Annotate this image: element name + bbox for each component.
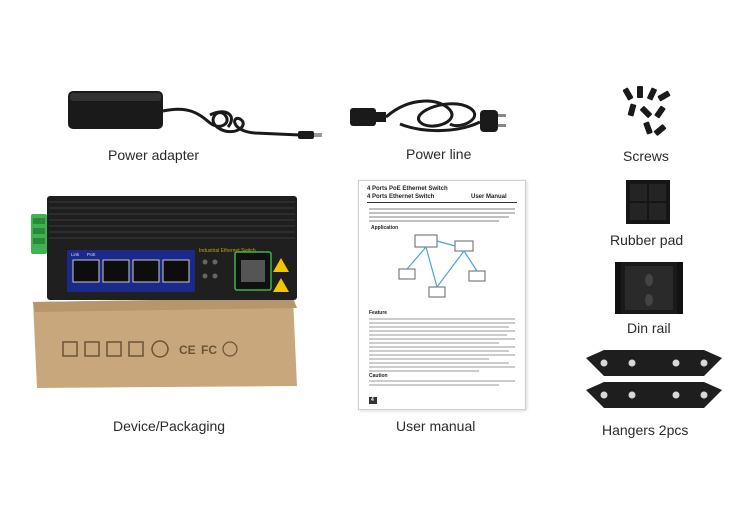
hangers-image: [586, 350, 722, 408]
rubber-pad-caption: Rubber pad: [610, 232, 684, 248]
power-adapter-caption: Power adapter: [108, 147, 200, 163]
power-line-caption: Power line: [406, 146, 472, 162]
user-manual-caption: User manual: [396, 418, 476, 434]
power-adapter-image: [68, 91, 322, 139]
power-line-image: [350, 99, 506, 132]
screws: Screws: [605, 82, 695, 172]
screws-caption: Screws: [623, 148, 669, 164]
rubber-pad-image: [626, 180, 670, 224]
box-fc-mark: FC: [201, 343, 217, 357]
hangers: Hangers 2pcs: [580, 348, 730, 448]
manual-page-number: 4: [371, 397, 374, 403]
screws-image: [622, 86, 671, 136]
device-packaging-image: CE FC Link PoE: [31, 196, 297, 388]
power-adapter: Power adapter: [60, 85, 330, 165]
manual-section-feature: Feature: [369, 310, 388, 316]
hangers-caption: Hangers 2pcs: [602, 422, 689, 438]
din-rail-image: [615, 262, 683, 314]
device-port-label-poe: PoE: [87, 252, 96, 257]
device-panel-label: Industrial Ethernet Switch: [199, 248, 256, 254]
device-port-label-link: Link: [71, 252, 80, 257]
manual-section-application: Application: [371, 225, 399, 231]
manual-title-line1: 4 Ports PoE Ethernet Switch: [367, 186, 448, 192]
user-manual: 4 Ports PoE Ethernet Switch 4 Ports Ethe…: [355, 180, 535, 440]
manual-title-line2: 4 Ports Ethernet Switch: [367, 194, 435, 200]
manual-sheet: 4 Ports PoE Ethernet Switch 4 Ports Ethe…: [358, 180, 526, 410]
power-line: Power line: [340, 88, 520, 168]
manual-section-caution: Caution: [369, 373, 388, 379]
box-ce-mark: CE: [179, 343, 196, 357]
din-rail-caption: Din rail: [627, 320, 671, 336]
manual-body-lines: [369, 208, 515, 404]
rubber-pad: Rubber pad: [600, 178, 710, 253]
device-packaging-caption: Device/Packaging: [113, 418, 226, 434]
device-packaging: CE FC Link PoE: [25, 190, 315, 440]
manual-title-right: User Manual: [471, 194, 507, 200]
din-rail: Din rail: [605, 258, 705, 338]
